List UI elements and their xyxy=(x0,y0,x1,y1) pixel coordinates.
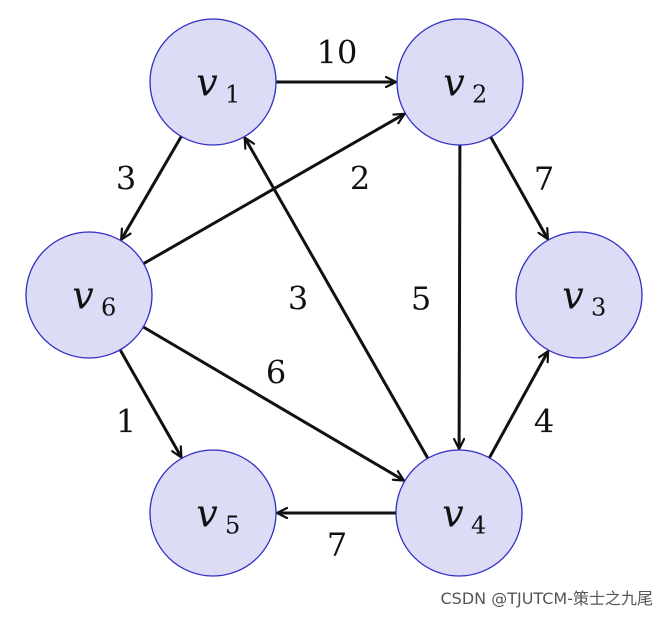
node-subscript-v2: 2 xyxy=(472,81,487,109)
edge-weight-v6-v5: 1 xyxy=(116,403,136,441)
edge-weight-v1-v6: 3 xyxy=(116,160,136,198)
node-label-v5: v xyxy=(196,492,218,536)
node-subscript-v1: 1 xyxy=(225,81,240,109)
node-label-v3: v xyxy=(562,274,584,318)
node-circle-v6 xyxy=(25,231,153,359)
node-subscript-v6: 6 xyxy=(101,294,116,322)
edge-v6-v5 xyxy=(118,349,183,458)
node-label-v6: v xyxy=(72,274,94,318)
edge-v4-v1 xyxy=(243,138,430,460)
edge-v1-v6 xyxy=(119,135,183,239)
node-label-v4: v xyxy=(442,492,464,536)
edge-weight-v4-v1: 3 xyxy=(288,280,308,318)
node-subscript-v4: 4 xyxy=(471,512,486,540)
edge-weight-v4-v3: 4 xyxy=(534,403,554,441)
node-label-v2: v xyxy=(443,61,465,105)
node-circle-v3 xyxy=(515,231,643,359)
watermark: CSDN @TJUTCM-策士之九尾 xyxy=(440,589,654,608)
edge-v6-v4 xyxy=(142,325,404,482)
node-label-v1: v xyxy=(196,61,218,105)
edge-weight-v1-v2: 10 xyxy=(317,34,358,72)
edge-v2-v3 xyxy=(489,136,550,239)
edge-v4-v3 xyxy=(488,351,550,459)
node-circle-v2 xyxy=(396,18,524,146)
node-subscript-v3: 3 xyxy=(591,294,606,322)
edge-weight-v2-v3: 7 xyxy=(534,160,554,198)
node-circle-v4 xyxy=(395,449,523,577)
node-circle-v5 xyxy=(149,449,277,577)
node-subscript-v5: 5 xyxy=(225,512,240,540)
edge-weight-v6-v2: 2 xyxy=(350,160,370,198)
edge-v2-v4 xyxy=(459,144,460,449)
edge-weight-v4-v5: 7 xyxy=(327,526,347,564)
edge-weight-v2-v4: 5 xyxy=(411,280,431,318)
edge-weight-v6-v4: 6 xyxy=(266,354,286,392)
node-circle-v1 xyxy=(149,18,277,146)
